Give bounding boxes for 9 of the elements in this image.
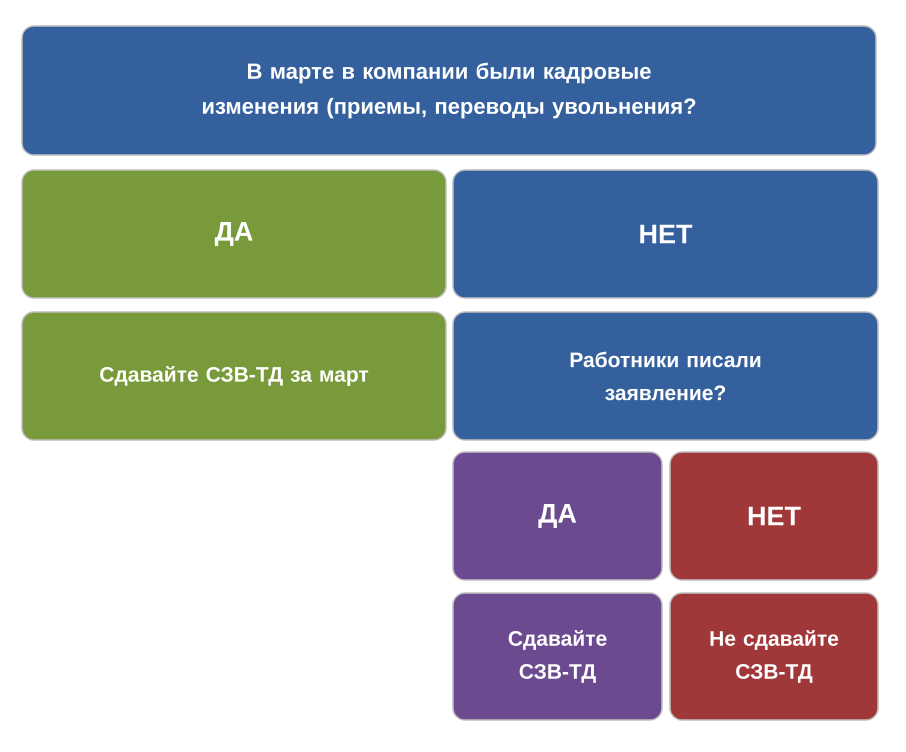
result-box: Сдавайте СЗВ-ТД за март (21, 311, 447, 441)
answer-box: НЕТ (452, 169, 879, 299)
question-box: В марте в компании были кадровые изменения (приемы, переводы увольнения? (21, 25, 877, 156)
answer-box: НЕТ (669, 451, 879, 581)
question-box: Работники писали заявление? (452, 311, 879, 441)
result-box: Сдавайте СЗВ-ТД (452, 592, 663, 721)
result-box: Не сдавайте СЗВ-ТД (669, 592, 879, 721)
answer-box: ДА (21, 169, 447, 299)
answer-box: ДА (452, 451, 663, 581)
